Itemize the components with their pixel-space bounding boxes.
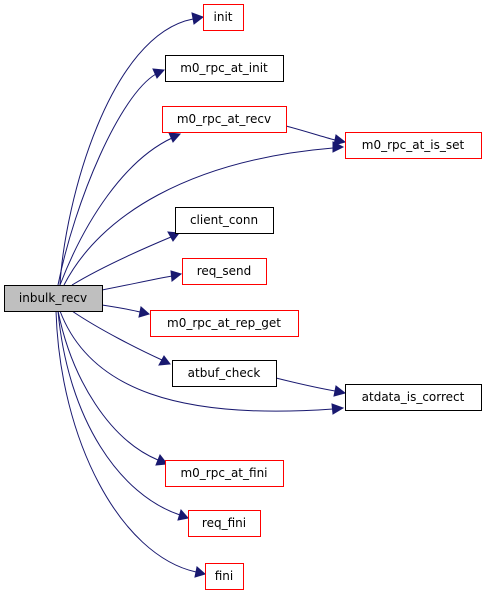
node-box — [4, 285, 103, 312]
node-req-send[interactable]: req_send — [182, 258, 267, 285]
edge-line — [285, 125, 336, 141]
node-label: m0_rpc_at_rep_get — [167, 316, 281, 330]
node-m0-rpc-at-rep-get[interactable]: m0_rpc_at_rep_get — [150, 310, 299, 337]
edge-line — [101, 275, 173, 291]
node-box — [345, 384, 482, 411]
node-box — [175, 207, 274, 234]
node-init[interactable]: init — [203, 4, 244, 31]
edge-inbulk-recv-to-req-fini — [57, 310, 189, 521]
node-label: req_send — [197, 264, 252, 278]
node-fini[interactable]: fini — [205, 563, 244, 590]
arrowhead-icon — [167, 231, 180, 242]
edge-inbulk-recv-to-m0-rpc-at-fini — [57, 310, 168, 466]
node-label: inbulk_recv — [19, 291, 87, 305]
node-m0-rpc-at-fini[interactable]: m0_rpc_at_fini — [165, 460, 284, 487]
arrowhead-icon — [177, 508, 189, 521]
arrowhead-icon — [168, 132, 182, 143]
edge-line — [55, 310, 197, 573]
node-box — [150, 310, 299, 337]
node-label: m0_rpc_at_fini — [180, 466, 267, 480]
node-label: client_conn — [190, 213, 258, 227]
edge-m0-rpc-at-recv-to-m0-rpc-at-is-set — [285, 125, 347, 146]
edge-line — [71, 310, 163, 361]
edge-inbulk-recv-to-init — [59, 12, 205, 286]
edge-line — [71, 236, 172, 286]
edge-inbulk-recv-to-atdata-is-correct — [59, 310, 345, 415]
edge-inbulk-recv-to-m0-rpc-at-init — [57, 68, 166, 286]
arrowhead-icon — [170, 270, 183, 282]
node-m0-rpc-at-init[interactable]: m0_rpc_at_init — [165, 55, 284, 82]
node-label: atdata_is_correct — [362, 390, 465, 404]
edge-line — [63, 147, 334, 286]
node-label: fini — [215, 569, 234, 583]
node-box — [188, 510, 261, 537]
edge-line — [57, 310, 159, 461]
node-box — [345, 132, 482, 159]
node-box — [182, 258, 267, 285]
arrowhead-icon — [194, 566, 207, 578]
node-box — [203, 4, 244, 31]
node-box — [205, 563, 244, 590]
arrowhead-icon — [331, 403, 345, 415]
node-label: req_fini — [202, 516, 246, 530]
node-label: m0_rpc_at_is_set — [362, 138, 465, 152]
node-inbulk-recv[interactable]: inbulk_recv — [4, 285, 103, 312]
call-edges — [55, 12, 347, 578]
node-m0-rpc-at-recv[interactable]: m0_rpc_at_recv — [162, 106, 287, 133]
node-label: atbuf_check — [188, 366, 261, 380]
node-atdata-is-correct[interactable]: atdata_is_correct — [345, 384, 482, 411]
arrowhead-icon — [191, 12, 205, 25]
edge-line — [57, 310, 181, 516]
node-box — [172, 360, 277, 387]
edge-inbulk-recv-to-fini — [55, 310, 207, 578]
edge-line — [59, 18, 194, 286]
arrowhead-icon — [333, 385, 347, 397]
edge-inbulk-recv-to-client-conn — [71, 231, 180, 286]
edge-atbuf-check-to-atdata-is-correct — [275, 377, 347, 397]
edge-inbulk-recv-to-m0-rpc-at-rep-get — [101, 304, 151, 318]
edge-line — [59, 137, 173, 286]
edge-inbulk-recv-to-req-send — [101, 270, 183, 291]
node-box — [165, 55, 284, 82]
node-m0-rpc-at-is-set[interactable]: m0_rpc_at_is_set — [345, 132, 482, 159]
arrowhead-icon — [152, 68, 166, 79]
edge-line — [59, 310, 334, 412]
node-box — [162, 106, 287, 133]
node-label: init — [214, 10, 233, 24]
edge-inbulk-recv-to-atbuf-check — [71, 310, 171, 366]
call-nodes: inbulk_recv init m0_rpc_at_init m0_rpc_at_r… — [4, 4, 482, 590]
node-label: m0_rpc_at_init — [180, 61, 268, 75]
arrowhead-icon — [155, 454, 168, 466]
node-label: m0_rpc_at_recv — [177, 112, 271, 126]
node-req-fini[interactable]: req_fini — [188, 510, 261, 537]
edge-inbulk-recv-to-m0-rpc-at-recv — [59, 132, 182, 286]
node-atbuf-check[interactable]: atbuf_check — [172, 360, 277, 387]
edge-line — [101, 304, 141, 313]
arrowhead-icon — [138, 306, 151, 318]
arrowhead-icon — [333, 134, 347, 146]
arrowhead-icon — [158, 355, 171, 366]
edge-line — [57, 73, 157, 286]
node-box — [165, 460, 284, 487]
edge-line — [275, 377, 336, 392]
node-client-conn[interactable]: client_conn — [175, 207, 274, 234]
